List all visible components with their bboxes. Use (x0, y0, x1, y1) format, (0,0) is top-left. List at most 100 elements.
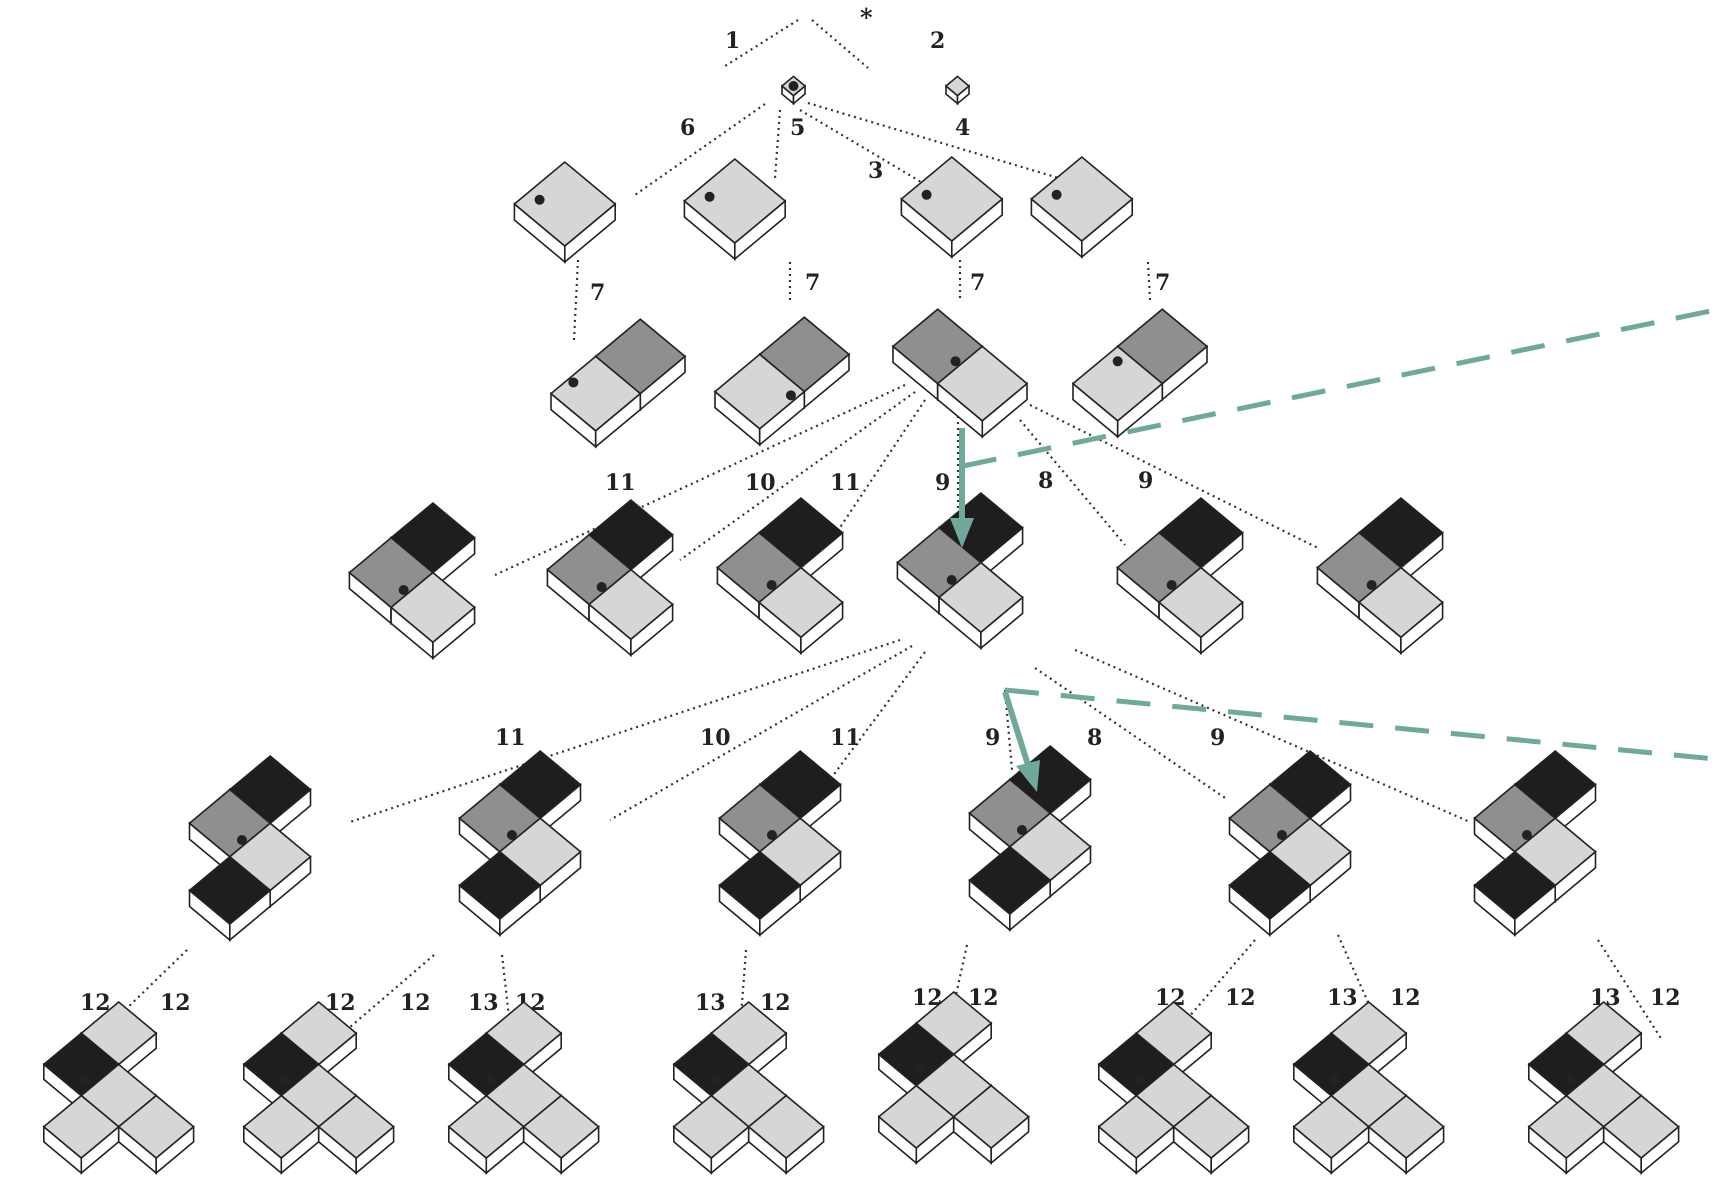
cell-top (757, 566, 844, 639)
edge-label: 9 (985, 725, 1000, 751)
piece-l5-a (42, 1000, 195, 1175)
edge-label: 8 (1087, 725, 1102, 751)
pin-marker (80, 1075, 91, 1085)
edge-label: 12 (968, 985, 999, 1011)
piece-l1-c (900, 155, 1004, 259)
pin-marker (766, 830, 777, 840)
pin-marker (568, 377, 579, 388)
edge-label: 12 (400, 990, 431, 1016)
edge-l4-d-l5-e (944, 944, 969, 1041)
cell-top (1357, 566, 1444, 639)
pin-marker (1330, 1075, 1341, 1085)
pin-marker (1112, 356, 1123, 367)
pin-marker (1276, 830, 1287, 840)
piece-l4-e (1228, 749, 1352, 937)
guide-arrow-lower (1002, 691, 1031, 766)
cell-top (1157, 566, 1244, 639)
edge-label: 3 (868, 158, 883, 184)
edge-l4-e-l5-g (1336, 934, 1387, 1041)
cell-top (683, 157, 787, 245)
cell-top (936, 345, 1029, 422)
edge-l3-d-l4-b (609, 645, 913, 821)
piece-l5-d (672, 1000, 825, 1175)
pin-marker (280, 1075, 291, 1085)
edge-label: 9 (1138, 468, 1153, 494)
piece-l5-b (242, 1000, 395, 1175)
pin-marker (1016, 825, 1027, 835)
cell-top (713, 353, 806, 430)
edge-label: 2 (930, 28, 945, 54)
pin-marker (534, 194, 545, 205)
pin-marker (596, 582, 607, 592)
cell-top (522, 1094, 600, 1160)
piece-piece-single-alt (944, 75, 971, 106)
edge-label: 1 (725, 28, 740, 54)
edge-label: 12 (80, 990, 111, 1016)
pin-marker (915, 1065, 926, 1075)
arrow-head-icon (1016, 760, 1040, 792)
selected-path-guides (950, 305, 1725, 792)
pin-marker (236, 835, 247, 845)
edge-label: 10 (745, 470, 776, 496)
pin-marker (1166, 580, 1177, 590)
edge-l4-e-l5-f (1175, 939, 1256, 1033)
pin-marker (950, 356, 961, 367)
edge-l1-d-l2-d (1146, 261, 1152, 301)
pin-marker (506, 830, 517, 840)
pin-marker (921, 189, 932, 200)
cell-top (549, 355, 642, 432)
cell-top (1367, 1094, 1445, 1160)
edge-l2-c-l3-b (679, 391, 916, 561)
edge-label: 8 (1038, 468, 1053, 494)
edge-label: 11 (495, 725, 526, 751)
pin-marker (710, 1075, 721, 1085)
piece-l4-b (458, 749, 582, 937)
piece-l2-a (549, 318, 687, 449)
piece-l3-a (348, 501, 476, 660)
edge-label: 10 (700, 725, 731, 751)
edge-label: 9 (935, 470, 950, 496)
cell-top (747, 1094, 825, 1160)
piece-l4-c (718, 749, 842, 937)
edge-l1-a-l2-a (572, 259, 580, 341)
cell-top (1228, 850, 1312, 921)
cell-top (952, 1084, 1030, 1150)
edge-piece-single-l1-a (634, 103, 766, 196)
edge-label: 11 (830, 470, 861, 496)
edge-label: 12 (160, 990, 191, 1016)
edge-piece-single-l1-c (799, 109, 944, 196)
piece-l3-d (896, 491, 1024, 650)
piece-l1-a (513, 160, 617, 264)
pin-marker (1521, 830, 1532, 840)
pin-marker (1135, 1075, 1146, 1085)
pin-marker (766, 580, 777, 590)
piece-l4-a (188, 754, 312, 942)
cell-top (458, 850, 542, 921)
edge-label: 7 (805, 270, 820, 296)
edge-label: 11 (605, 470, 636, 496)
piece-l5-f (1097, 1000, 1250, 1175)
pin-marker (1565, 1075, 1576, 1085)
edge-root-piece-single-alt (811, 19, 869, 69)
edge-label: 13 (468, 990, 499, 1016)
cell-top (900, 155, 1004, 243)
pin-marker (1051, 189, 1062, 200)
guide-dashed-line-upper (962, 305, 1725, 469)
root-node: * (860, 3, 873, 32)
cell-top (718, 850, 802, 921)
guide-dashed-line-lower (1004, 687, 1725, 763)
edge-label: 12 (1650, 985, 1681, 1011)
cell-top (944, 75, 971, 97)
piece-l2-c (891, 308, 1029, 439)
piece-l5-g (1292, 1000, 1445, 1175)
piece-l4-f (1473, 749, 1597, 937)
piece-l1-b (683, 157, 787, 261)
cell-top (188, 855, 272, 926)
cell-top (587, 568, 674, 641)
edge-l2-c-l3-c (834, 399, 926, 536)
edge-l4-f-l5-h (1597, 939, 1663, 1041)
piece-piece-single (780, 75, 807, 106)
cell-top (1071, 345, 1164, 422)
edge-l4-a-l5-a (91, 949, 188, 1043)
edge-label: 7 (590, 280, 605, 306)
